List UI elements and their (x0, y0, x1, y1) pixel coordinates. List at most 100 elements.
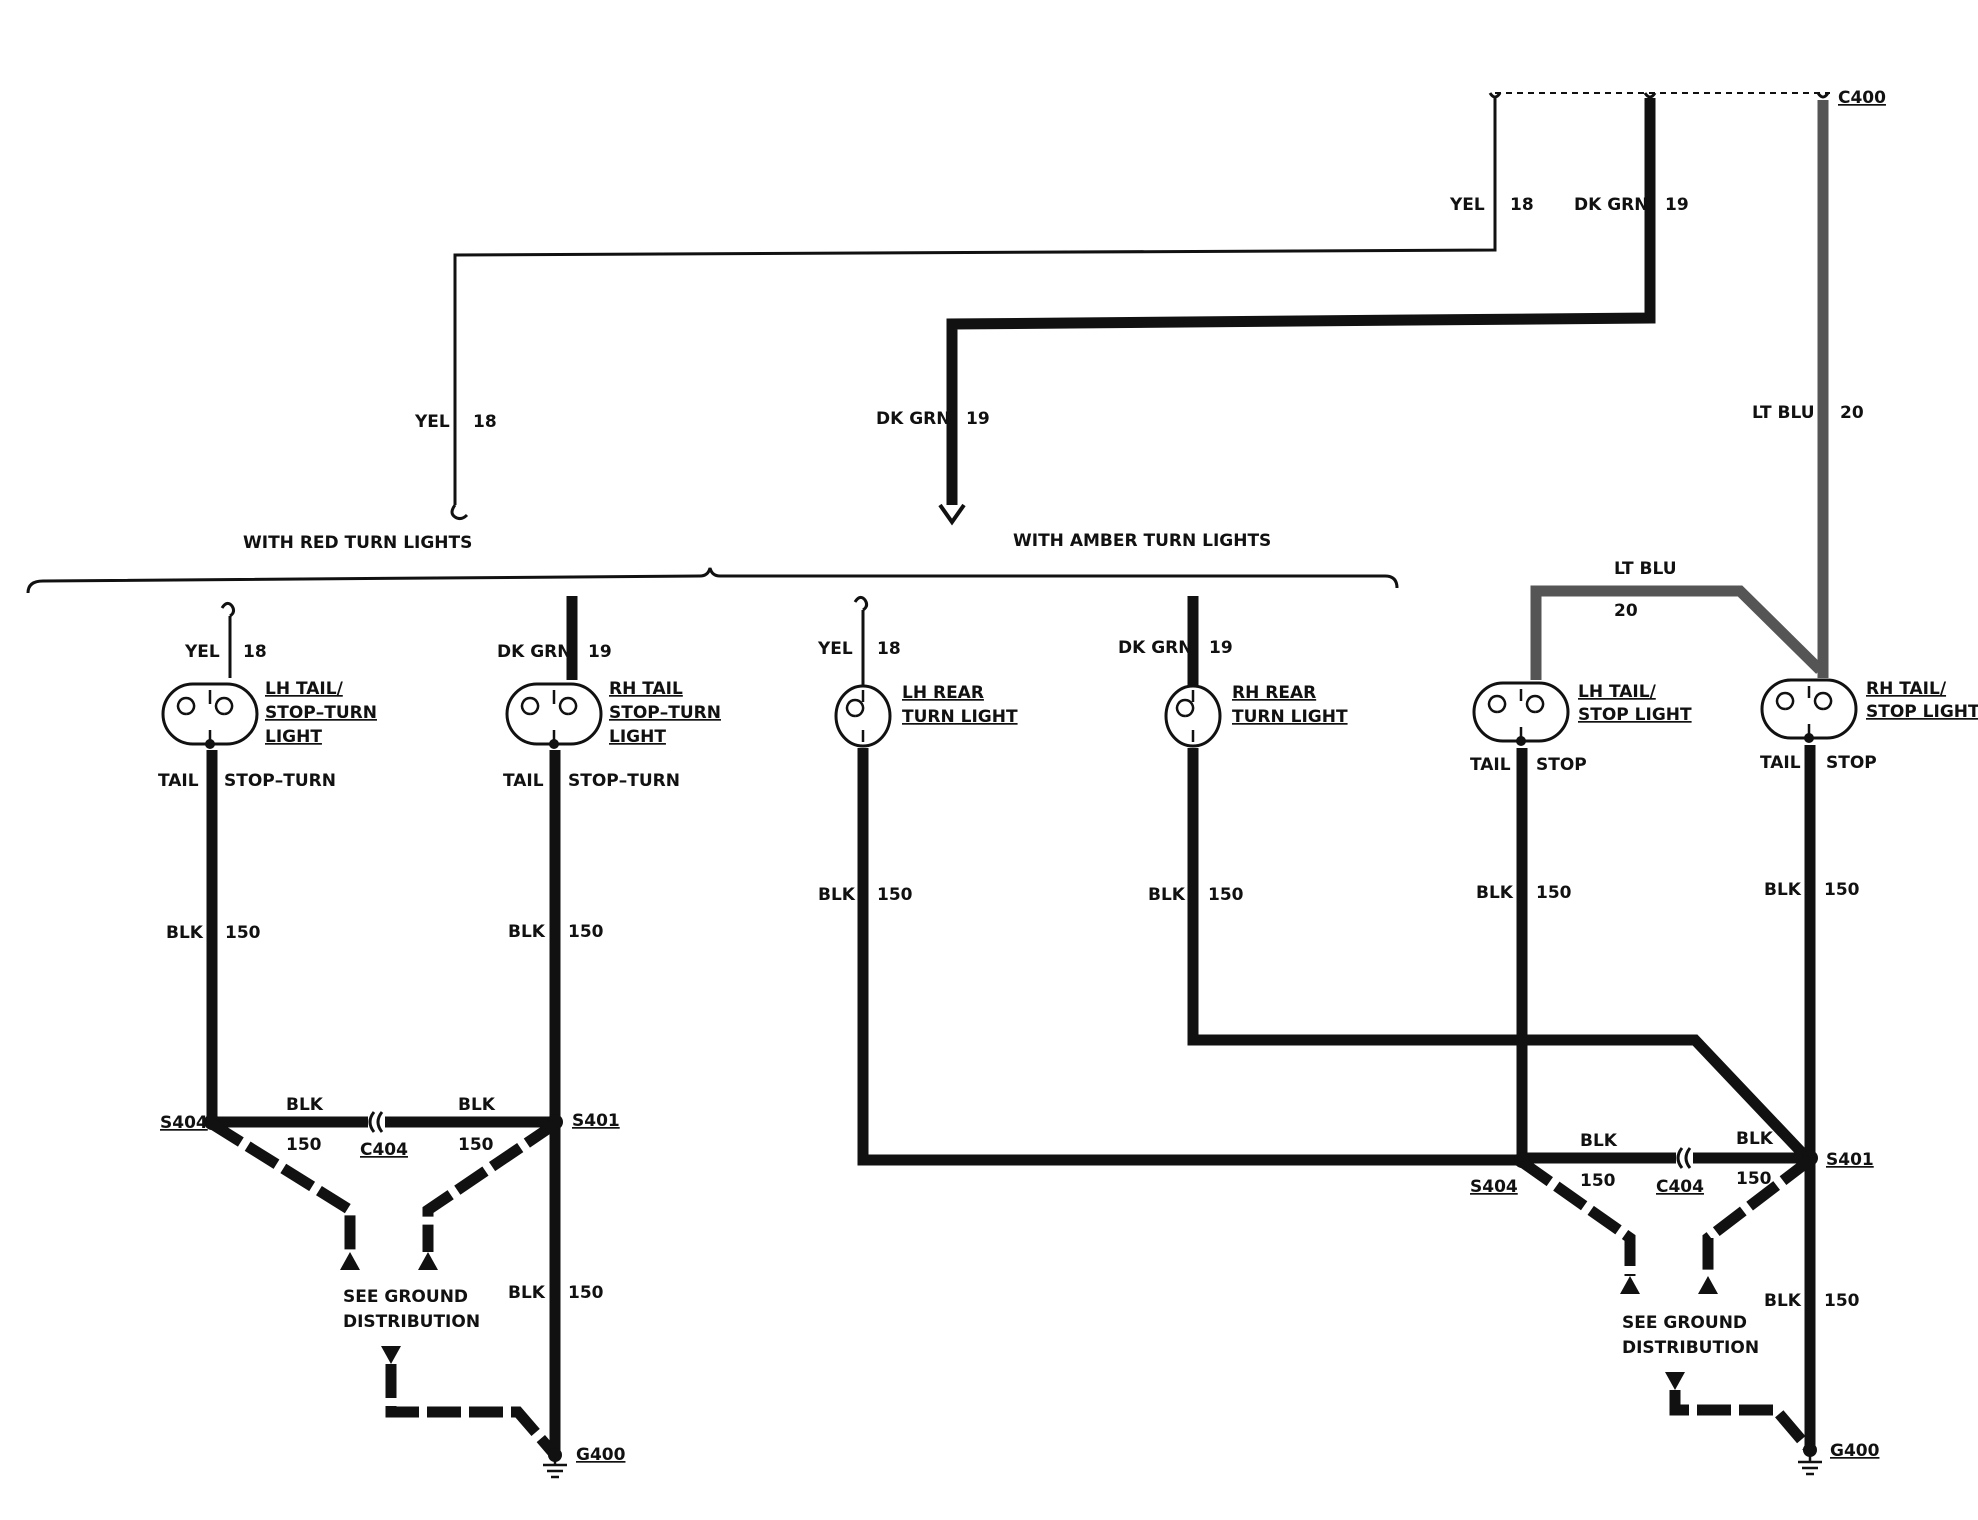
ground-right-blk-b: BLK (1736, 1129, 1774, 1149)
rh-tst-gnd-color: BLK (508, 922, 546, 942)
g400-left-dot (548, 1448, 562, 1462)
yel-mid-num: 18 (473, 412, 497, 432)
ground-right-g-num: 150 (1824, 1291, 1860, 1311)
lh-rear-feed-squiggle (853, 595, 869, 612)
section-label-red: WITH RED TURN LIGHTS (243, 533, 472, 553)
lh-rear-bulb-icon (845, 690, 865, 742)
c404-left-label: C404 (360, 1140, 408, 1160)
ground-right-g-color: BLK (1764, 1291, 1802, 1311)
lh-tst-name-2: STOP–TURN (265, 703, 377, 723)
yel-top-num: 18 (1510, 195, 1534, 215)
rh-rear-bulb-icon (1175, 690, 1195, 742)
rh-ts-name-2: STOP LIGHT (1866, 702, 1978, 722)
ground-right-blk-a: BLK (1580, 1131, 1618, 1151)
c400-pin-yel (1488, 92, 1502, 99)
rh-tst-name-3: LIGHT (609, 727, 666, 747)
rh-rear-gnd-color: BLK (1148, 885, 1186, 905)
lh-tst-feed-squiggle (220, 601, 236, 618)
rh-tst-term-stop: STOP–TURN (568, 771, 680, 791)
c400-pin-ltblu (1816, 92, 1830, 99)
ground-left-dash-a (209, 1119, 356, 1252)
s401-left-label: S401 (572, 1111, 620, 1131)
lh-tst-name-1: LH TAIL/ (265, 679, 344, 699)
g400-left-label: G400 (576, 1445, 626, 1465)
lh-tst-terminal-dot (205, 739, 215, 749)
ltblu-top-color: LT BLU (1752, 403, 1815, 423)
ground-left-see-1: SEE GROUND (343, 1287, 468, 1307)
lh-ts-name-1: LH TAIL/ (1578, 682, 1657, 702)
g400-left-ground-icon (543, 1460, 567, 1479)
rh-tst-wire-num: 19 (588, 642, 612, 662)
lh-rear-wire-num: 18 (877, 639, 901, 659)
lh-ts-gnd-num: 150 (1536, 883, 1572, 903)
yel-break-symbol (450, 504, 469, 521)
rh-tst-bulb-icon (520, 690, 578, 744)
ground-left-arrow-b (418, 1252, 438, 1270)
ground-left-arrow-down (381, 1346, 401, 1364)
c404-right-label: C404 (1656, 1177, 1704, 1197)
wire-blk-150-lh-rear (857, 748, 1518, 1166)
c404-left-connector-symbol (368, 1111, 384, 1133)
ground-left-dash-b (422, 1119, 559, 1252)
lh-tst-term-tail: TAIL (158, 771, 199, 791)
ground-left-dash-c (385, 1364, 560, 1459)
rh-tst-name-1: RH TAIL (609, 679, 683, 699)
lh-rear-wire-color: YEL (817, 639, 853, 659)
rh-ts-gnd-num: 150 (1824, 880, 1860, 900)
lh-ts-term-tail: TAIL (1470, 755, 1511, 775)
ground-left-g-color: BLK (508, 1283, 546, 1303)
lh-tst-gnd-num: 150 (225, 923, 261, 943)
ground-left-see-2: DISTRIBUTION (343, 1312, 480, 1332)
ground-left-num-a: 150 (286, 1135, 322, 1155)
rh-tst-terminal-dot (549, 739, 559, 749)
rh-ts-gnd-color: BLK (1764, 880, 1802, 900)
wire-ltblu-20-jumper (1530, 585, 1824, 680)
s404-right-label: S404 (1470, 1177, 1518, 1197)
yel-top-color: YEL (1449, 195, 1485, 215)
ltblu-jumper-color: LT BLU (1614, 559, 1677, 579)
ground-right-dash-b (1702, 1155, 1814, 1276)
ground-right-num-b: 150 (1736, 1169, 1772, 1189)
ground-right-arrow-a (1620, 1276, 1640, 1294)
dkgrn-mid-color: DK GRN (876, 409, 950, 429)
rh-rear-wire-color: DK GRN (1118, 638, 1192, 658)
lh-tst-gnd-color: BLK (166, 923, 204, 943)
lh-ts-gnd-color: BLK (1476, 883, 1514, 903)
g400-right-label: G400 (1830, 1441, 1880, 1461)
lh-tst-name-3: LIGHT (265, 727, 322, 747)
ground-left-blk-a: BLK (286, 1095, 324, 1115)
yel-mid-color: YEL (414, 412, 450, 432)
lh-rear-name-1: LH REAR (902, 683, 984, 703)
c400-pin-dkgrn (1643, 92, 1657, 99)
s401-right-label: S401 (1826, 1150, 1874, 1170)
rh-rear-wire-num: 19 (1209, 638, 1233, 658)
rh-tst-name-2: STOP–TURN (609, 703, 721, 723)
rh-ts-bulb-icon (1775, 686, 1833, 736)
ground-left-blk-b: BLK (458, 1095, 496, 1115)
s404-left-label: S404 (160, 1113, 208, 1133)
wire-dkgrn-19-top (946, 98, 1656, 505)
ground-right-dash-c (1669, 1390, 1815, 1454)
rh-tst-gnd-num: 150 (568, 922, 604, 942)
rh-tst-wire-color: DK GRN (497, 642, 571, 662)
c400-label: C400 (1838, 88, 1886, 108)
ground-right-dash-a (1518, 1157, 1636, 1276)
dkgrn-mid-num: 19 (966, 409, 990, 429)
lh-ts-bulb-icon (1487, 689, 1545, 739)
ground-right-see-1: SEE GROUND (1622, 1313, 1747, 1333)
ground-right-arrow-down (1665, 1372, 1685, 1390)
c404-right-connector-symbol (1676, 1147, 1692, 1169)
rh-ts-name-1: RH TAIL/ (1866, 679, 1947, 699)
rh-ts-term-stop: STOP (1826, 753, 1877, 773)
lh-rear-gnd-color: BLK (818, 885, 856, 905)
rh-tst-term-tail: TAIL (503, 771, 544, 791)
dkgrn-top-color: DK GRN (1574, 195, 1648, 215)
ground-left-arrow-a (340, 1252, 360, 1270)
ground-right-see-2: DISTRIBUTION (1622, 1338, 1759, 1358)
rh-ts-terminal-dot (1804, 733, 1814, 743)
rh-rear-gnd-num: 150 (1208, 885, 1244, 905)
ground-right-num-a: 150 (1580, 1171, 1616, 1191)
lh-ts-terminal-dot (1516, 736, 1526, 746)
lh-ts-name-2: STOP LIGHT (1578, 705, 1692, 725)
